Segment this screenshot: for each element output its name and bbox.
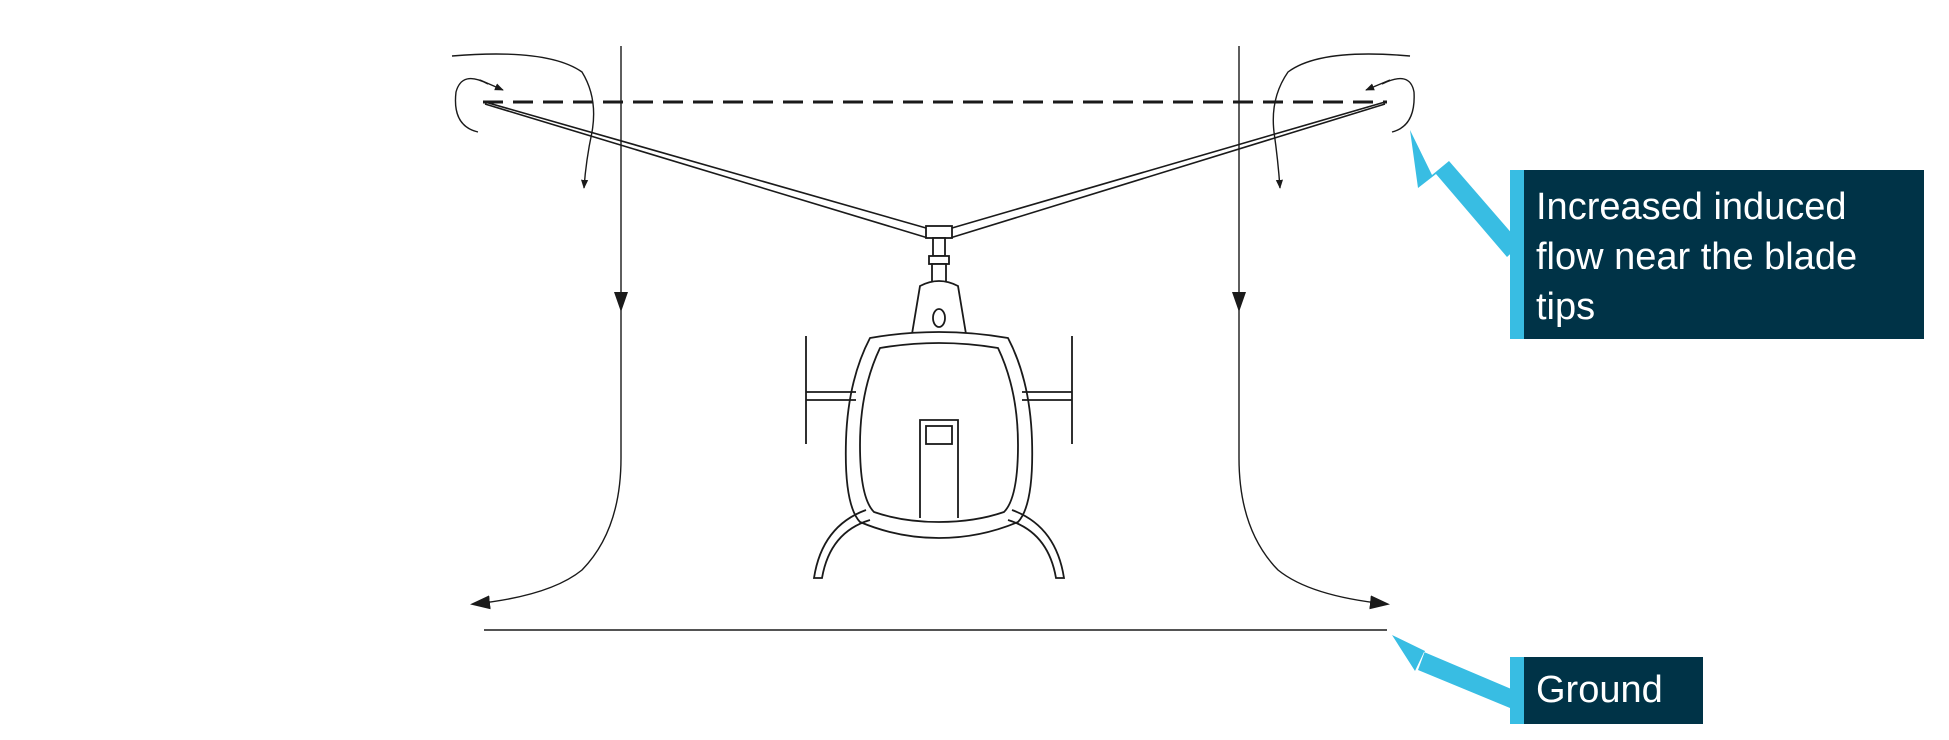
rotor-blades bbox=[484, 101, 1386, 239]
rotor-hub bbox=[910, 225, 968, 335]
left-downwash-arrow bbox=[470, 46, 628, 610]
blade-tips-callout: Increased induced flow near the blade ti… bbox=[1510, 170, 1924, 339]
left-tip-vortex bbox=[451, 53, 595, 189]
callout-pointer-arrows bbox=[1392, 130, 1521, 708]
tips-pointer-arrow bbox=[1410, 130, 1521, 257]
helicopter-body bbox=[805, 331, 1073, 579]
right-downwash-arrow bbox=[1232, 46, 1390, 610]
right-tip-vortex bbox=[1272, 53, 1415, 189]
ground-callout-label: Ground bbox=[1536, 669, 1663, 711]
ground-pointer-arrow bbox=[1392, 635, 1516, 708]
ground-callout: Ground bbox=[1510, 657, 1703, 724]
blade-tips-callout-label: Increased induced flow near the blade ti… bbox=[1536, 186, 1858, 328]
